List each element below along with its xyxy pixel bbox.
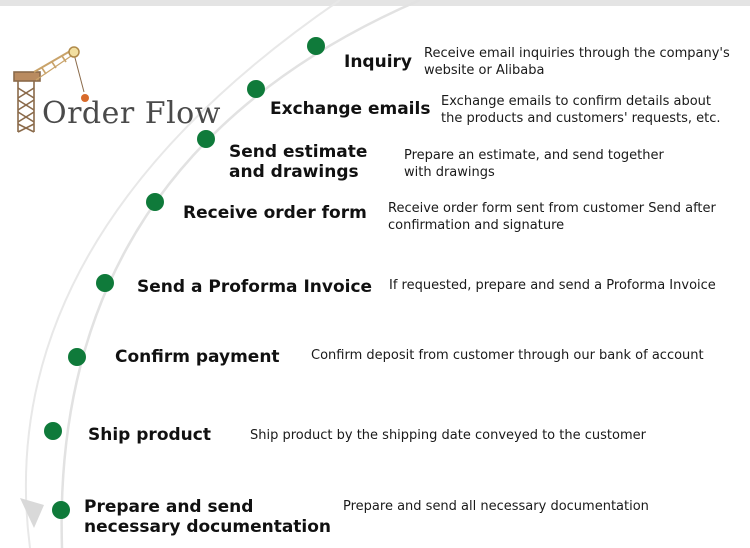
top-edge-bar <box>0 0 750 6</box>
step-title: Send estimate and drawings <box>229 142 368 182</box>
arrow-head <box>20 498 44 528</box>
step-title: Ship product <box>88 425 211 445</box>
step-title: Inquiry <box>344 52 412 72</box>
step-title: Confirm payment <box>115 347 280 367</box>
step-marker-dot <box>307 37 325 55</box>
step-marker-dot <box>96 274 114 292</box>
step-description: Exchange emails to confirm details about… <box>441 94 721 126</box>
outer-arc <box>60 0 421 548</box>
tower-crane-icon <box>13 46 89 133</box>
step-description: Ship product by the shipping date convey… <box>250 428 646 443</box>
step-title: Send a Proforma Invoice <box>137 277 373 297</box>
step-description: Receive email inquiries through the comp… <box>424 46 730 78</box>
step-description: Prepare an estimate, and send together w… <box>404 148 664 180</box>
inner-arc <box>24 0 341 548</box>
step-marker-dot <box>247 80 265 98</box>
step-marker-dot <box>197 130 215 148</box>
step-description: If requested, prepare and send a Proform… <box>389 278 716 293</box>
step-description: Receive order form sent from customer Se… <box>388 201 716 233</box>
step-title: Prepare and send necessary documentation <box>84 497 332 537</box>
step-title: Exchange emails <box>270 99 431 119</box>
step-title: Receive order form <box>183 203 367 223</box>
step-description: Confirm deposit from customer through ou… <box>311 348 704 363</box>
step-marker-dot <box>68 348 86 366</box>
step-marker-dot <box>52 501 70 519</box>
step-marker-dot <box>44 422 62 440</box>
step-marker-dot <box>146 193 164 211</box>
step-description: Prepare and send all necessary documenta… <box>343 499 649 514</box>
page-title: Order Flow <box>42 96 221 131</box>
